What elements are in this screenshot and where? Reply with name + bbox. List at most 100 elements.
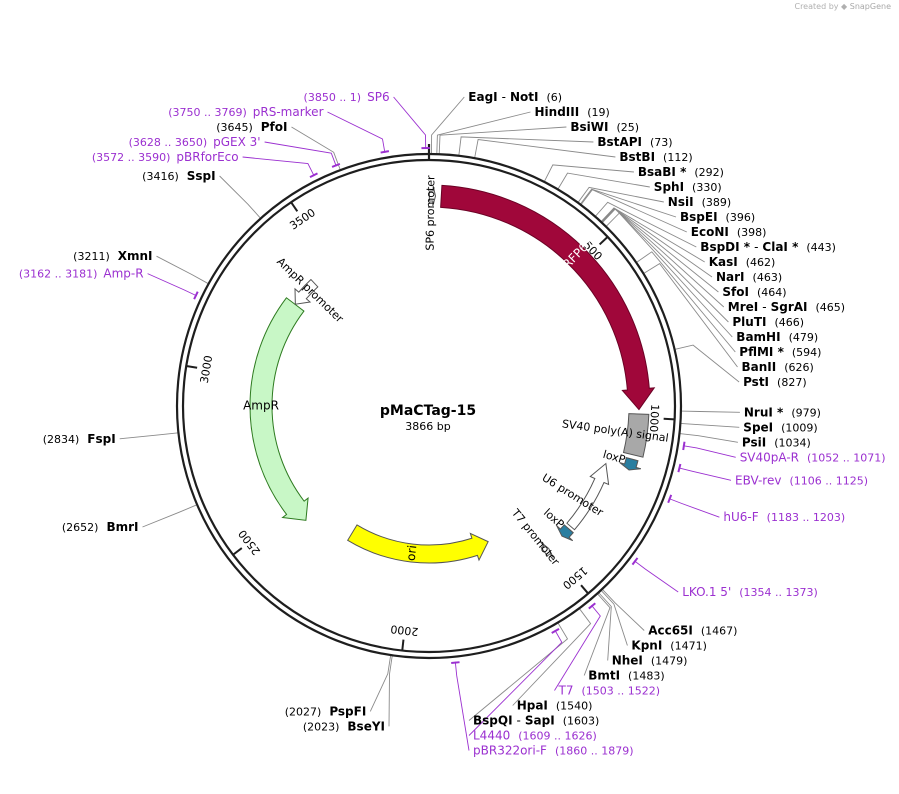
snapgene-watermark: Created by ◆ SnapGene (794, 2, 891, 11)
enzyme-label[interactable]: (3211)XmnI (73, 249, 152, 263)
enzyme-pos: (25) (617, 121, 640, 134)
primer-label[interactable]: (3750 .. 3769)pRS-marker (168, 105, 323, 119)
enzyme-label[interactable]: BstAPI(73) (597, 135, 672, 149)
enzyme-name: KpnI (631, 639, 662, 653)
ruler-tick-label: 3000 (198, 354, 215, 384)
primer-range: (3162 .. 3181) (19, 268, 98, 281)
enzyme-label[interactable]: BsiWI(25) (570, 120, 639, 134)
enzyme-label[interactable]: BanII(626) (742, 360, 814, 374)
enzyme-pos: (1603) (563, 715, 600, 728)
enzyme-label[interactable]: (3645)PfoI (216, 120, 287, 134)
plasmid-size: 3866 bp (405, 420, 450, 433)
primer-range: (1354 .. 1373) (739, 586, 818, 599)
enzyme-name: HindIII (535, 105, 580, 119)
enzyme-leader-line (157, 256, 209, 284)
feature-label: AmpR (243, 399, 279, 413)
enzyme-label[interactable]: EagI-NotI(6) (468, 90, 562, 104)
enzyme-label[interactable]: BamHI(479) (736, 330, 818, 344)
feature-ori[interactable]: ori (348, 525, 488, 563)
enzyme-label[interactable]: (3416)SspI (142, 169, 215, 183)
primer-leader-line (148, 274, 197, 296)
enzyme-label[interactable]: NarI(463) (716, 270, 782, 284)
plasmid-name: pMaCTag-15 (380, 403, 476, 419)
primer-label[interactable]: (3628 .. 3650) pGEX 3' (129, 135, 261, 149)
primer-range: (3750 .. 3769) (168, 106, 247, 119)
enzyme-label[interactable]: SfoI(464) (722, 285, 786, 299)
enzyme-name: PluTI (732, 315, 766, 329)
enzyme-label[interactable]: PluTI (466) (732, 315, 804, 329)
enzyme-name: NarI (716, 270, 745, 284)
primer-leader-line (669, 499, 720, 518)
enzyme-label[interactable]: PsiI(1034) (742, 435, 811, 449)
primer-label[interactable]: pBR322ori-F(1860 .. 1879) (473, 744, 634, 758)
primer-label[interactable]: L4440(1609 .. 1626) (473, 729, 597, 743)
enzyme-label[interactable]: NheI(1479) (612, 654, 688, 668)
enzyme-name: PstI (743, 375, 769, 389)
enzyme-label[interactable]: PstI(827) (743, 375, 807, 389)
feature-mirfp670[interactable]: miRFP670 (441, 185, 655, 409)
enzyme-pos: (6) (547, 91, 563, 104)
enzyme-label[interactable]: KpnI(1471) (631, 639, 706, 653)
primer-range: (3628 .. 3650) (129, 136, 208, 149)
primer-leader-line (683, 446, 736, 458)
feature-arrow-shape[interactable] (441, 185, 655, 409)
enzyme-pos: (466) (775, 316, 805, 329)
enzyme-leader-line (120, 433, 179, 439)
enzyme-label[interactable]: BstBI(112) (619, 150, 692, 164)
enzyme-label[interactable]: BspEI(396) (680, 210, 755, 224)
enzyme-label[interactable]: (2834)FspI (43, 432, 116, 446)
enzyme-label[interactable]: (2023)BseYI (303, 719, 385, 733)
enzyme-pos: (1540) (556, 700, 593, 713)
primer-label[interactable]: EBV-rev(1106 .. 1125) (735, 473, 868, 487)
primer-label[interactable]: (3162 .. 3181)Amp-R (19, 267, 144, 281)
ruler-tick (664, 419, 675, 420)
enzyme-name: FspI (87, 432, 115, 446)
enzyme-separator: - (762, 300, 766, 314)
feature-ampr[interactable]: AmpR (243, 298, 308, 521)
primer-binding-mark (632, 558, 637, 565)
enzyme-label[interactable]: BmtI(1483) (588, 669, 664, 683)
enzyme-pos: (1034) (774, 436, 811, 449)
enzyme-pos: (73) (650, 136, 673, 149)
enzyme-label[interactable]: KasI(462) (709, 255, 776, 269)
enzyme-label[interactable]: MreI-SgrAI(465) (728, 300, 845, 314)
enzyme-label[interactable]: (2027)PspFI (285, 704, 367, 718)
enzyme-label[interactable]: NsiI(389) (668, 195, 731, 209)
enzyme-label[interactable]: SpeI(1009) (743, 420, 817, 434)
enzyme-label[interactable]: BsaBI *(292) (638, 165, 724, 179)
enzyme-label[interactable]: HindIII(19) (535, 105, 610, 119)
enzyme-leader-line (143, 505, 198, 527)
enzyme-pos: (389) (702, 196, 732, 209)
enzyme-name: SphI (654, 180, 684, 194)
enzyme-name: PfoI (261, 120, 288, 134)
primer-label[interactable]: (3572 .. 3590)pBRforEco (92, 150, 239, 164)
enzyme-label[interactable]: EcoNI(398) (691, 225, 767, 239)
enzyme-label[interactable]: BspQI-SapI(1603) (473, 714, 599, 728)
enzyme-label[interactable]: BspDI *-ClaI *(443) (700, 240, 836, 254)
primer-label[interactable]: SV40pA-R(1052 .. 1071) (740, 450, 886, 464)
primer-name: pGEX 3' (213, 135, 260, 149)
enzyme-name: BanII (742, 360, 777, 374)
enzyme-label[interactable]: Acc65I(1467) (648, 624, 737, 638)
primer-label[interactable]: LKO.1 5'(1354 .. 1373) (682, 585, 818, 599)
feature-sp6-promoter[interactable]: SP6 promoter (424, 175, 438, 251)
primer-binding-mark (310, 173, 318, 177)
primer-name: L4440 (473, 729, 510, 743)
enzyme-label[interactable]: HpaI (1540) (517, 699, 593, 713)
enzyme-name: SfoI (722, 285, 749, 299)
enzyme-extra: NotI (510, 90, 539, 104)
watermark-brand: SnapGene (850, 2, 891, 11)
enzyme-leader-line (681, 411, 740, 412)
enzyme-leader-line (370, 655, 390, 711)
enzyme-pos: (1479) (651, 655, 688, 668)
enzyme-label[interactable]: SphI(330) (654, 180, 722, 194)
enzyme-name: HpaI (517, 699, 548, 713)
enzyme-label[interactable]: PflMI *(594) (739, 345, 821, 359)
primer-label[interactable]: (3850 .. 1)SP6 (304, 90, 390, 104)
primer-label[interactable]: T7(1503 .. 1522) (558, 684, 661, 698)
primer-name: T7 (558, 684, 574, 698)
primer-label[interactable]: hU6-F(1183 .. 1203) (723, 510, 845, 524)
enzyme-extra: ClaI * (762, 240, 799, 254)
enzyme-label[interactable]: (2652)BmrI (62, 520, 139, 534)
enzyme-label[interactable]: NruI *(979) (744, 405, 821, 419)
